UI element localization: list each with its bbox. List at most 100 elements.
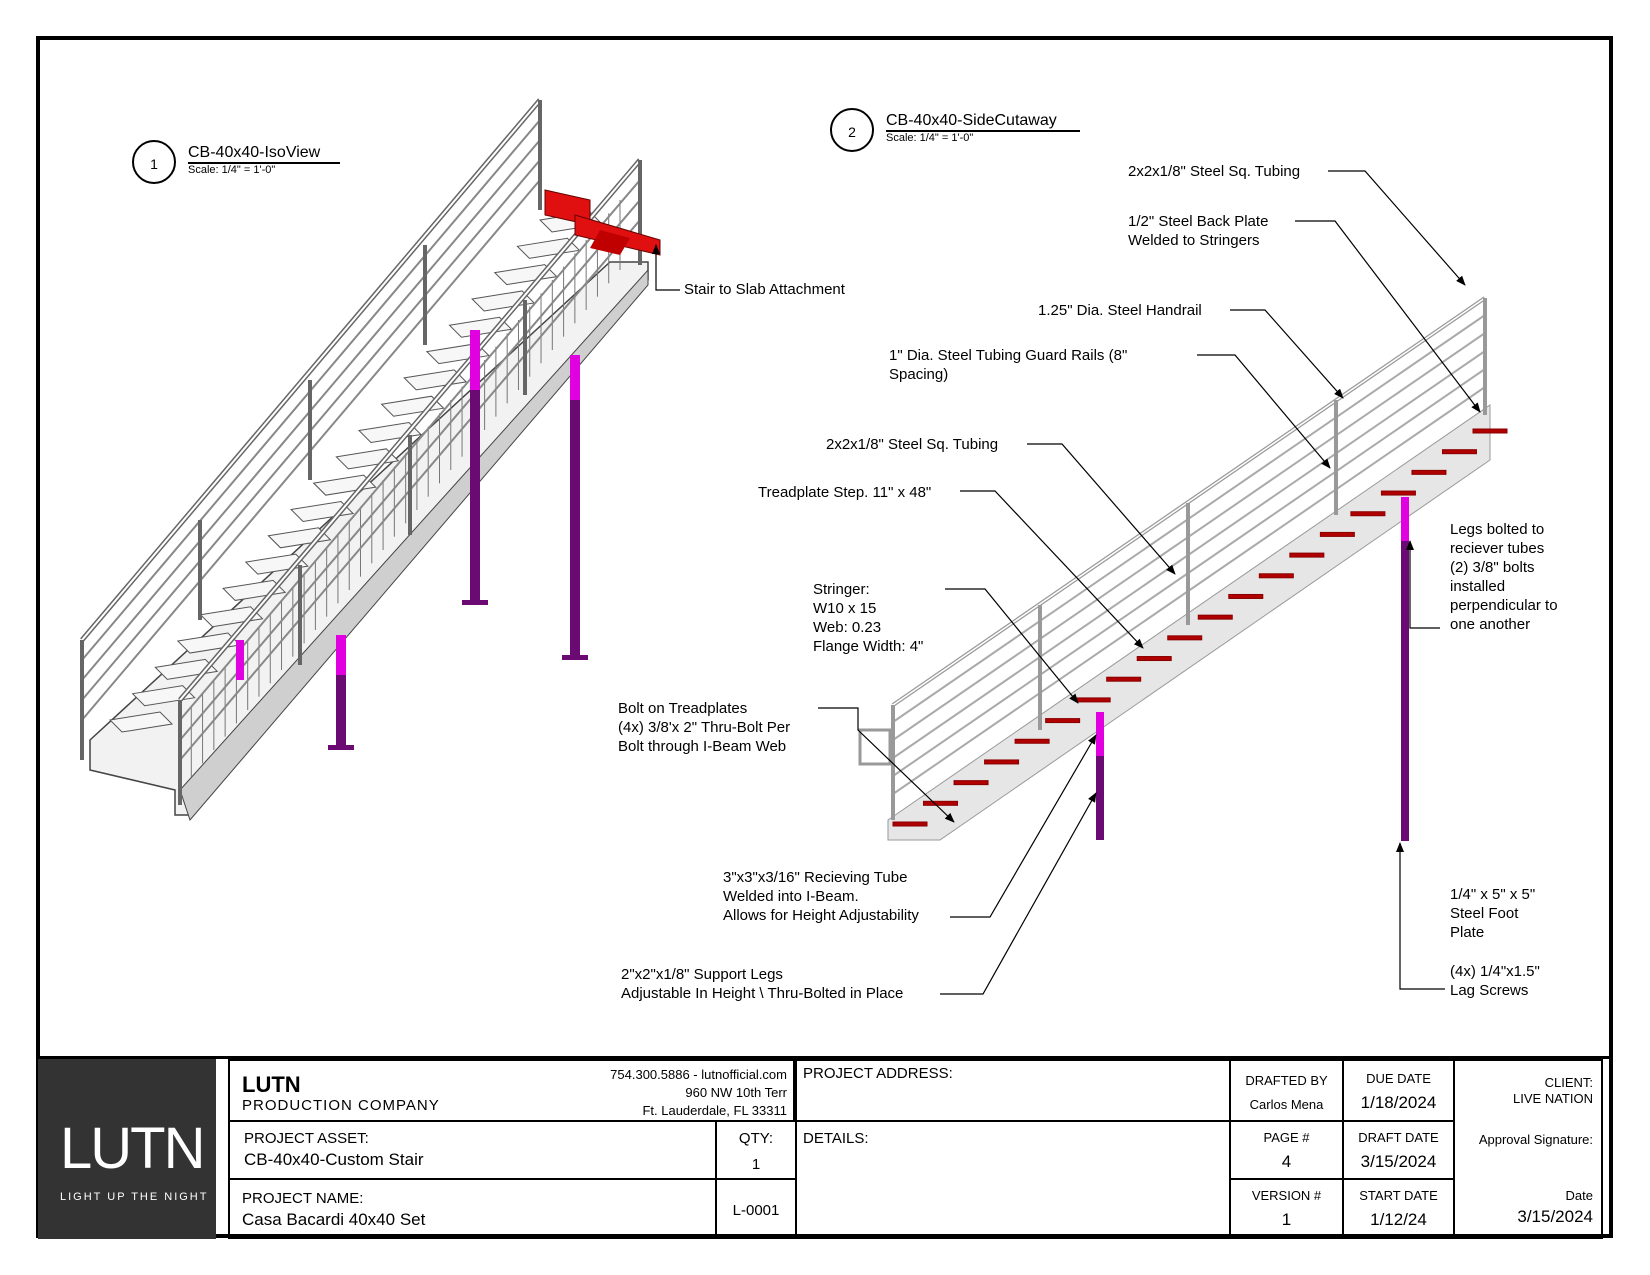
- qty-label: QTY:: [738, 1130, 774, 1147]
- side-tread: [1472, 428, 1508, 434]
- project-asset-value: CB-40x40-Custom Stair: [244, 1150, 424, 1169]
- project-name-label: PROJECT NAME:: [242, 1190, 364, 1207]
- start-date-value: 1/12/24: [1370, 1210, 1427, 1229]
- draft-date-label: DRAFT DATE: [1358, 1130, 1439, 1145]
- leader-legs-bolted: [1406, 540, 1440, 629]
- side-tread: [1411, 469, 1447, 475]
- due-date-label: DUE DATE: [1366, 1071, 1431, 1086]
- page-cell: PAGE # 4: [1229, 1120, 1344, 1180]
- side-tread: [1258, 573, 1294, 579]
- callout-mid-tubing: 2x2x1/8" Steel Sq. Tubing: [826, 436, 999, 453]
- leader-back-plate: [1295, 220, 1481, 413]
- logo-tagline: LIGHT UP THE NIGHT: [60, 1191, 209, 1203]
- iso-tread: [448, 316, 513, 338]
- view-1-scale: Scale: 1/4" = 1'-0": [188, 164, 276, 176]
- side-tread: [953, 780, 989, 786]
- logo-wordmark: LUTN: [60, 1116, 205, 1181]
- details-cell: DETAILS:: [795, 1120, 1231, 1239]
- leader-slab-attachment: [652, 244, 680, 291]
- side-stair-drawing: [858, 296, 1508, 841]
- company-address-1: 960 NW 10th Terr: [685, 1085, 787, 1100]
- iso-tread: [222, 579, 287, 601]
- version-label: VERSION #: [1251, 1188, 1322, 1203]
- drafted-by-cell: DRAFTED BY Carlos Mena: [1229, 1059, 1344, 1122]
- start-date-label: START DATE: [1359, 1188, 1438, 1203]
- iso-tread: [357, 421, 422, 444]
- company-cell: LUTN PRODUCTION COMPANY 754.300.5886 - l…: [228, 1059, 795, 1122]
- view-2-number: 2: [830, 108, 874, 152]
- leader-receiving-tube: [950, 734, 1097, 918]
- leader-support-legs: [940, 792, 1097, 995]
- side-tread: [1106, 676, 1142, 682]
- leader-bolt-treadplates: [818, 707, 955, 823]
- project-name-cell: PROJECT NAME: Casa Bacardi 40x40 Set: [228, 1178, 717, 1239]
- side-tread: [1319, 531, 1355, 537]
- callout-guard-rails: 1" Dia. Steel Tubing Guard Rails (8" Spa…: [889, 347, 1128, 383]
- project-asset-cell: PROJECT ASSET: CB-40x40-Custom Stair: [228, 1120, 717, 1180]
- due-date-value: 1/18/2024: [1360, 1093, 1437, 1112]
- page-label: PAGE #: [1263, 1130, 1310, 1145]
- details-label: DETAILS:: [803, 1130, 869, 1147]
- drawing-frame: [36, 36, 1613, 1238]
- leader-handrail: [1230, 309, 1344, 399]
- iso-tread: [154, 658, 219, 680]
- project-name-value: Casa Bacardi 40x40 Set: [242, 1210, 426, 1229]
- leader-top-tubing: [1328, 170, 1466, 286]
- side-tread: [1289, 552, 1325, 558]
- date-label: Date: [1565, 1188, 1593, 1203]
- iso-tread: [380, 395, 445, 417]
- iso-tread: [199, 606, 264, 628]
- leader-foot-plate: [1396, 842, 1445, 990]
- iso-tread: [335, 448, 400, 470]
- callout-back-plate: 1/2" Steel Back Plate Welded to Stringer…: [1128, 213, 1269, 249]
- side-tread: [1014, 738, 1050, 744]
- side-tread: [892, 821, 928, 827]
- version-value: 1: [1281, 1210, 1292, 1229]
- iso-tread: [131, 685, 196, 707]
- version-cell: VERSION # 1: [1229, 1178, 1344, 1239]
- iso-tread: [108, 711, 174, 733]
- callout-slab-attachment: Stair to Slab Attachment: [684, 281, 845, 298]
- callout-handrail: 1.25" Dia. Steel Handrail: [1038, 302, 1202, 319]
- leader-guard-rails: [1197, 354, 1331, 469]
- callout-lag-screws: (4x) 1/4"x1.5" Lag Screws: [1450, 963, 1540, 999]
- callout-bolt-treadplates: Bolt on Treadplates (4x) 3/8'x 2" Thru-B…: [618, 700, 791, 755]
- view-1-number: 1: [132, 140, 176, 184]
- project-asset-label: PROJECT ASSET:: [244, 1130, 369, 1147]
- drafted-by-label: DRAFTED BY: [1245, 1073, 1328, 1088]
- side-tread: [1441, 449, 1477, 455]
- project-address-cell: PROJECT ADDRESS:: [795, 1059, 1231, 1122]
- title-block: LUTN LIGHT UP THE NIGHT LUTN PRODUCTION …: [38, 1056, 1611, 1239]
- callout-top-tubing: 2x2x1/8" Steel Sq. Tubing: [1128, 163, 1301, 180]
- side-tread: [1228, 593, 1264, 599]
- due-date-cell: DUE DATE 1/18/2024: [1342, 1059, 1455, 1122]
- company-name: LUTN: [242, 1072, 301, 1097]
- date-value: 3/15/2024: [1517, 1207, 1593, 1226]
- company-address-2: Ft. Lauderdale, FL 33311: [642, 1103, 787, 1118]
- side-tread: [1197, 614, 1233, 620]
- company-contact: 754.300.5886 - lutnofficial.com: [610, 1067, 787, 1082]
- qty-cell: QTY: 1: [715, 1120, 797, 1180]
- view-1-title: CB-40x40-IsoView: [188, 144, 340, 164]
- client-value: LIVE NATION: [1513, 1091, 1593, 1106]
- project-address-label: PROJECT ADDRESS:: [803, 1065, 953, 1082]
- iso-tread: [290, 500, 355, 523]
- client-cell: CLIENT: LIVE NATION Approval Signature: …: [1453, 1059, 1603, 1239]
- drafted-by-value: Carlos Mena: [1249, 1097, 1324, 1112]
- iso-stair-drawing: [80, 98, 661, 821]
- sheet-code: L-0001: [732, 1202, 780, 1219]
- side-tread: [1380, 490, 1416, 496]
- side-tread: [1167, 635, 1203, 641]
- draft-date-value: 3/15/2024: [1360, 1152, 1437, 1171]
- view-2-title: CB-40x40-SideCutaway: [886, 112, 1080, 132]
- leader-treadplate: [960, 490, 1144, 649]
- side-tread: [923, 800, 959, 806]
- company-subtitle: PRODUCTION COMPANY: [242, 1097, 440, 1114]
- page-value: 4: [1281, 1152, 1292, 1171]
- side-tread: [1045, 718, 1081, 724]
- company-logo: LUTN LIGHT UP THE NIGHT: [38, 1059, 216, 1239]
- iso-tread: [267, 527, 332, 549]
- side-tread: [1136, 656, 1172, 662]
- leader-stringer: [945, 588, 1079, 704]
